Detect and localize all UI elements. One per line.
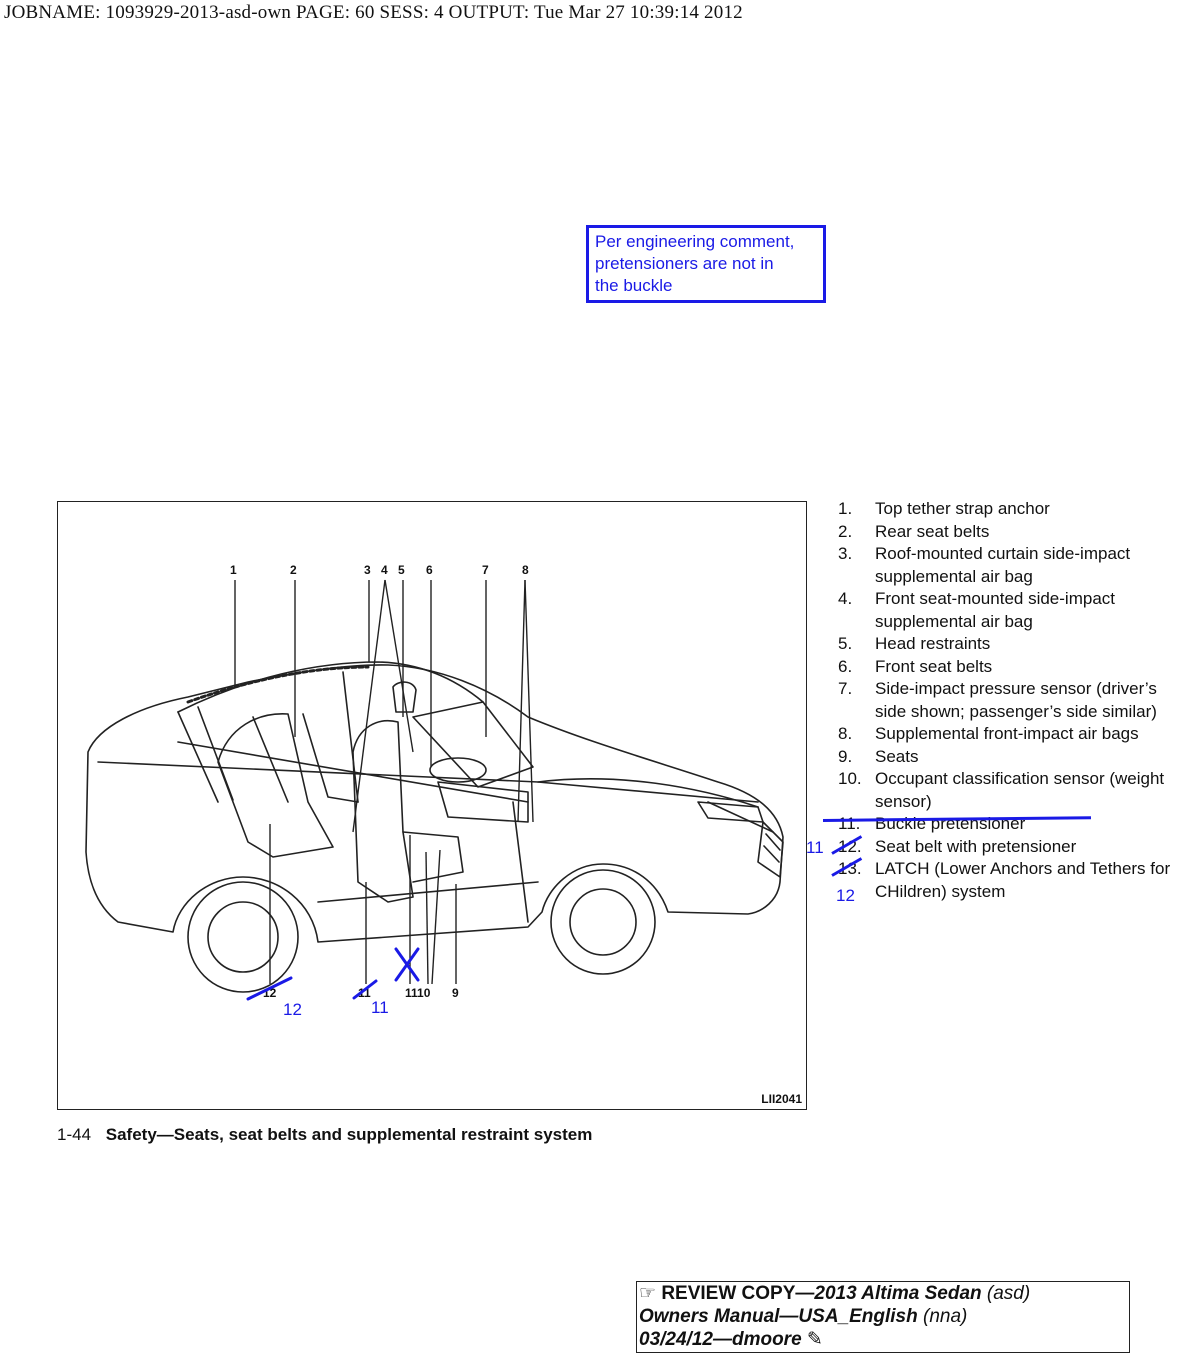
rocker-panel (317, 881, 539, 903)
callout-11: 11 (358, 986, 371, 1000)
front-wheel (550, 869, 656, 975)
legend-item: 5.Head restraints (838, 634, 991, 653)
markup-label-11: 11 (371, 998, 389, 1017)
engineering-comment-line: the buckle (595, 276, 673, 295)
legend-item: 10.Occupant classification sensor (weigh… (838, 769, 1165, 811)
markup-label-12: 12 (283, 1000, 302, 1019)
legend-item: 9.Seats (838, 746, 919, 766)
headrest (392, 681, 417, 713)
rear-wheel-hub (207, 901, 279, 973)
legend-item: 1.Top tether strap anchor (838, 499, 1050, 518)
diagram-legend: 1.Top tether strap anchor 2.Rear seat be… (838, 498, 1188, 903)
curtain-airbag (186, 665, 370, 704)
legend-item: 13.LATCH (Lower Anchors and Tethers for … (838, 859, 1171, 901)
markup-renumber-12: 12 (836, 886, 855, 905)
review-copy-box: ☞ REVIEW COPY—2013 Altima Sedan (asd) Ow… (636, 1281, 1130, 1353)
engineering-comment-line: Per engineering comment, (595, 232, 795, 251)
front-seat-cushion (402, 831, 464, 883)
language-code: (nna) (923, 1306, 968, 1327)
front-wheel-hub (569, 888, 637, 956)
writing-hand-icon: ✎ (806, 1329, 823, 1350)
callout-3: 3 (364, 563, 371, 577)
dashboard (437, 781, 529, 823)
legend-item: 3.Roof-mounted curtain side-impact suppl… (838, 544, 1131, 586)
page-number: 1-44 (57, 1125, 92, 1144)
steering-wheel (429, 757, 487, 783)
grille (757, 821, 784, 878)
model-name: 2013 Altima Sedan (814, 1283, 982, 1304)
engineering-comment-box: Per engineering comment, pretensioners a… (586, 225, 826, 303)
page-footer: 1-44 Safety—Seats, seat belts and supple… (57, 1125, 592, 1145)
callout-4: 4 (381, 563, 388, 577)
vehicle-restraint-diagram: 1 2 3 4 5 6 7 8 12 11 1110 9 12 11 LII20… (57, 501, 807, 1110)
legend-item: 12.Seat belt with pretensioner (838, 836, 1077, 856)
callout-9: 9 (452, 986, 459, 1000)
front-door-edge (512, 801, 529, 923)
front-seat (352, 720, 414, 903)
headlight (697, 801, 764, 823)
b-pillar (342, 671, 359, 803)
figure-id: LII2041 (761, 1092, 802, 1106)
windshield (412, 701, 534, 788)
pointing-hand-icon: ☞ (639, 1283, 657, 1304)
engineering-comment-line: pretensioners are not in (595, 254, 774, 273)
rear-seatback (252, 713, 359, 803)
legend-item: 8.Supplemental front-impact air bags (838, 724, 1139, 743)
seat-belt-diagonal (177, 741, 529, 803)
section-title: Safety—Seats, seat belts and supplementa… (105, 1125, 593, 1144)
legend-item: 7.Side-impact pressure sensor (driver’s … (838, 679, 1157, 721)
manual-name: Owners Manual—USA_English (639, 1306, 918, 1327)
callout-8: 8 (522, 563, 529, 577)
rear-wheel (187, 881, 299, 993)
car-body-outline (85, 664, 784, 943)
callout-1: 1 (230, 563, 237, 577)
markup-strike-12 (246, 976, 293, 1001)
legend-item: 6.Front seat belts (838, 656, 993, 676)
callout-11-10: 1110 (405, 986, 431, 1000)
rear-pillar (177, 706, 234, 803)
belt-line (97, 761, 759, 803)
markup-renumber-11: 11 (806, 838, 824, 857)
callout-6: 6 (426, 563, 433, 577)
review-label: REVIEW COPY— (661, 1283, 815, 1304)
callout-2: 2 (290, 563, 297, 577)
callout-5: 5 (398, 563, 405, 577)
job-header: JOBNAME: 1093929-2013-asd-own PAGE: 60 S… (4, 2, 743, 23)
markup-x-b (394, 947, 420, 982)
rear-seat (217, 713, 334, 858)
markup-strike-11 (352, 979, 378, 1000)
legend-item: 2.Rear seat belts (838, 521, 990, 541)
car-cutaway-illustration: 1 2 3 4 5 6 7 8 12 11 1110 9 12 11 (85, 563, 784, 1019)
model-code: (asd) (986, 1283, 1031, 1304)
review-date: 03/24/12—dmoore (639, 1329, 802, 1350)
legend-item: 4.Front seat-mounted side-impact supplem… (838, 589, 1115, 631)
callout-7: 7 (482, 563, 489, 577)
